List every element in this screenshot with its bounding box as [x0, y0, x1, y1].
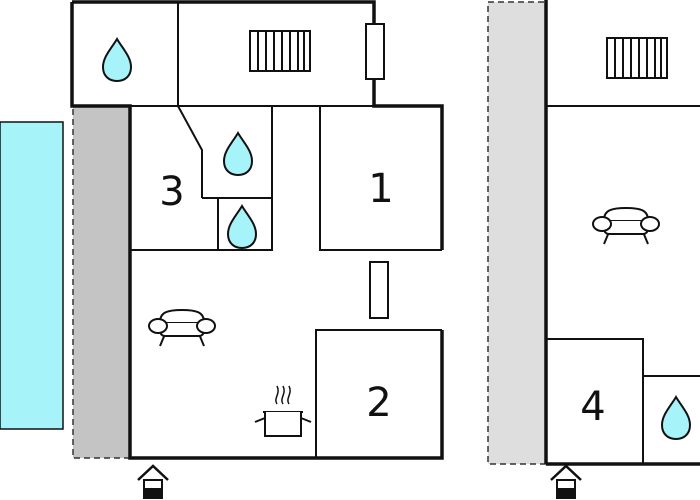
sofa-icon	[592, 207, 660, 245]
entrance-icon	[136, 464, 170, 500]
sofa-icon	[148, 309, 216, 347]
right-building-inner-walls	[546, 105, 700, 464]
entrance-icon	[549, 464, 583, 500]
room-label-4: 4	[580, 384, 605, 430]
window-icon	[365, 23, 385, 80]
radiator-icon	[606, 37, 668, 79]
cooking-pot-icon	[254, 385, 312, 437]
right-walkway	[487, 1, 547, 465]
water-drop-icon	[661, 396, 691, 440]
room-label-3: 3	[159, 169, 184, 215]
right-building-walls	[544, 0, 700, 466]
left-building-inner-walls	[72, 2, 442, 458]
room-label-2: 2	[366, 380, 391, 426]
room-label-1: 1	[368, 166, 393, 212]
water-drop-icon	[223, 132, 253, 176]
water-drop-icon	[102, 38, 132, 82]
radiator-icon	[249, 30, 311, 72]
swimming-pool	[0, 121, 64, 430]
left-terrace	[73, 106, 130, 458]
left-terrace-outline	[72, 106, 130, 459]
water-drop-icon	[227, 205, 257, 249]
window-icon	[369, 261, 389, 319]
